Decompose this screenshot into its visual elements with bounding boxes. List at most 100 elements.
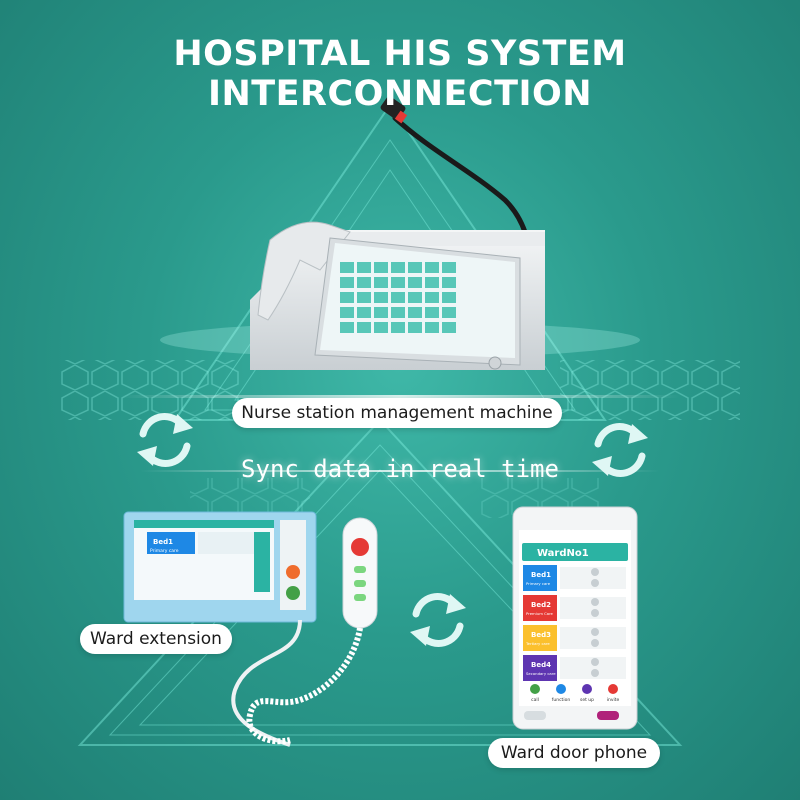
handheld-call-button [342, 517, 378, 629]
footer-call-icon [530, 684, 540, 694]
screen-cell [374, 277, 388, 288]
screen-cell [391, 262, 405, 273]
door-phone-bottom-button-left [524, 711, 546, 720]
bed-info-panel [560, 567, 626, 589]
screen-cell [425, 277, 439, 288]
bed-care: Secondary care [526, 671, 556, 676]
extension-care-label: Primary care [150, 548, 179, 554]
screen-cell [340, 322, 354, 333]
screen-cell [442, 292, 456, 303]
nurse-station-machine [250, 96, 545, 370]
nurse-station-label: Nurse station management machine [232, 398, 562, 428]
screen-cell [340, 277, 354, 288]
screen-cell [442, 262, 456, 273]
staff-avatar-icon [591, 579, 599, 587]
handheld-green-button-2 [354, 580, 366, 587]
footer-label: function [552, 697, 571, 703]
sync-arrows-bottom [410, 593, 466, 647]
footer-invite-icon [608, 684, 618, 694]
machine-knob [488, 356, 502, 370]
screen-cell [442, 322, 456, 333]
screen-cell [425, 262, 439, 273]
door-phone-topbar [519, 530, 631, 539]
handheld-red-button [351, 538, 369, 556]
screen-cell [391, 292, 405, 303]
glow-line-top [120, 395, 680, 398]
screen-cell [374, 307, 388, 318]
screen-cell [357, 277, 371, 288]
screen-cell [425, 292, 439, 303]
sync-label: Sync data in real time [241, 455, 559, 483]
footer-label: call [531, 697, 539, 703]
footer-set-up-icon [582, 684, 592, 694]
extension-side-bar [254, 532, 270, 592]
bed-care: Tertiary care [525, 641, 550, 646]
staff-avatar-icon [591, 669, 599, 677]
screen-cell [391, 277, 405, 288]
sync-arrows-left [137, 413, 193, 467]
microphone-ring [394, 110, 408, 124]
screen-cell [374, 262, 388, 273]
screen-cell [408, 262, 422, 273]
bed-card [523, 595, 557, 621]
glow-line-mid [140, 470, 660, 472]
screen-cell [442, 277, 456, 288]
machine-screen-grid [340, 262, 456, 333]
staff-avatar-icon [591, 639, 599, 647]
staff-avatar-icon [591, 658, 599, 666]
screen-cell [340, 307, 354, 318]
screen-cell [425, 322, 439, 333]
screen-cell [408, 277, 422, 288]
bed-info-panel [560, 657, 626, 679]
bed-info-panel [560, 627, 626, 649]
screen-cell [340, 262, 354, 273]
hex-band-right [560, 360, 740, 420]
extension-bed-card [147, 532, 195, 554]
page-title: HOSPITAL HIS SYSTEM INTERCONNECTION [173, 34, 627, 114]
bed-card [523, 625, 557, 651]
bed-name: Bed3 [531, 631, 551, 639]
screen-cell [340, 292, 354, 303]
bed-care: Premium Care [526, 611, 554, 616]
bed-name: Bed1 [531, 571, 551, 579]
ward-extension-device: Bed1 Primary care [123, 511, 317, 623]
hex-band-mid-left [190, 478, 310, 518]
handheld-green-button-3 [354, 594, 366, 601]
extension-call-button [286, 586, 300, 600]
bed-name: Bed4 [531, 661, 551, 669]
door-phone-bottom-button-right [597, 711, 619, 720]
handset [257, 221, 351, 321]
ward-door-phone-label: Ward door phone [488, 738, 660, 768]
extension-info-rows [198, 532, 258, 554]
sync-arrows-right [592, 423, 648, 477]
extension-bed-label: Bed1 [153, 538, 173, 546]
screen-cell [374, 292, 388, 303]
bed-card [523, 565, 557, 591]
staff-avatar-icon [591, 568, 599, 576]
screen-cell [357, 262, 371, 273]
bed-name: Bed2 [531, 601, 551, 609]
ward-extension-label: Ward extension [80, 624, 232, 654]
screen-cell [425, 307, 439, 318]
door-phone-ward-title: WardNo1 [537, 548, 589, 559]
screen-cell [357, 307, 371, 318]
bed-info-panel [560, 597, 626, 619]
screen-cell [357, 322, 371, 333]
staff-avatar-icon [591, 609, 599, 617]
extension-hangup-button [286, 565, 300, 579]
extension-header [134, 520, 274, 528]
screen-cell [408, 322, 422, 333]
staff-avatar-icon [591, 598, 599, 606]
screen-cell [374, 322, 388, 333]
bed-card [523, 655, 557, 681]
handheld-cable-coil [246, 627, 363, 745]
footer-function-icon [556, 684, 566, 694]
footer-label: set up [580, 697, 594, 703]
